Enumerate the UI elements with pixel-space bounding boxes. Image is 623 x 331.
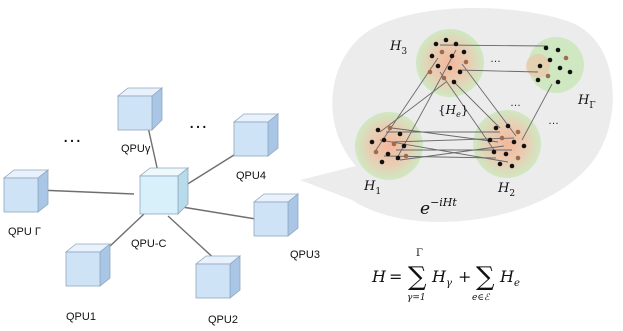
ellipsis-left: … xyxy=(62,125,84,147)
qpu1-label: QPU1 xyxy=(66,311,96,323)
cluster-nodes xyxy=(369,37,573,169)
qpu1-cube xyxy=(64,243,112,287)
svg-text:e∈ℰ: e∈ℰ xyxy=(472,293,491,303)
qpu2-cube xyxy=(194,255,242,299)
bubble-ellipsis-top: … xyxy=(490,53,502,65)
svg-text:Γ: Γ xyxy=(416,248,423,259)
qpu2-label: QPU2 xyxy=(208,314,238,326)
hamiltonian-bubble: … … … HH₃3 HΓ H1 H2 {He} e−iHt xyxy=(300,7,613,222)
cluster-edges xyxy=(375,44,553,163)
qpu-c-cube xyxy=(138,167,190,215)
svg-text:+: + xyxy=(458,267,471,286)
qpu-Gamma-label: QPU Γ xyxy=(8,226,41,238)
svg-text:H: H xyxy=(371,267,387,286)
qpu4-label: QPU4 xyxy=(236,170,266,182)
bubble-ellipsis-mid: … xyxy=(510,97,522,109)
qpu-network: QPU-C QPUγ QPU4 QPU Γ QPU3 xyxy=(2,87,320,326)
svg-text:γ=1: γ=1 xyxy=(407,293,426,303)
hamiltonian-formula: H = ∑ Γ γ=1 Hγ + ∑ e∈ℰ He xyxy=(371,248,520,303)
cluster-halos xyxy=(355,29,584,180)
ellipsis-right: … xyxy=(188,111,210,133)
svg-text:∑: ∑ xyxy=(408,262,427,292)
qpu3-cube xyxy=(252,193,300,237)
svg-text:=: = xyxy=(389,267,402,286)
qpu4-cube xyxy=(232,113,280,157)
svg-text:He: He xyxy=(499,267,520,289)
label-he: {He} xyxy=(438,103,468,119)
label-unitary: e−iHt xyxy=(420,196,457,219)
qpu3-label: QPU3 xyxy=(290,249,320,261)
svg-text:∑: ∑ xyxy=(476,262,495,292)
qpu-c-label: QPU-C xyxy=(131,238,167,250)
svg-text:Hγ: Hγ xyxy=(431,267,452,289)
qpu-gamma-label: QPUγ xyxy=(121,143,151,155)
qpu-Gamma-cube xyxy=(2,169,50,213)
bubble-ellipsis-right: … xyxy=(548,115,560,127)
qpu-gamma-cube xyxy=(116,87,164,131)
